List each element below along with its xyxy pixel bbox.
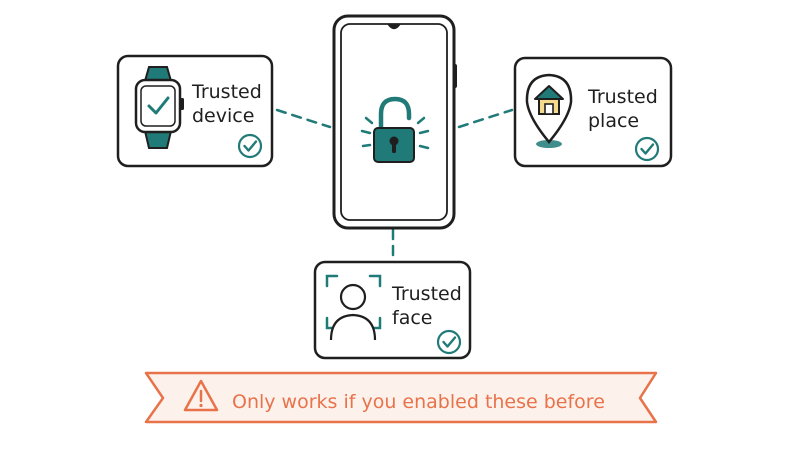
trusted-face-line2: face [392, 307, 433, 329]
trusted-place-line2: place [588, 110, 640, 132]
card-trusted-device [116, 54, 274, 168]
home-location-pin-icon [525, 73, 573, 148]
trusted-device-label: Trusted device [192, 80, 262, 128]
smartphone-icon [332, 14, 457, 230]
connector-device [275, 108, 332, 129]
trusted-device-line1: Trusted [192, 81, 262, 103]
smartwatch-icon [134, 66, 184, 149]
warning-triangle-icon [183, 379, 219, 412]
connectors [275, 108, 514, 264]
trusted-place-line1: Trusted [588, 86, 658, 108]
card-trusted-place [513, 56, 673, 168]
unlocked-padlock-icon [360, 96, 430, 163]
check-circle-icon [634, 136, 660, 162]
warning-banner [144, 371, 658, 424]
trusted-face-label: Trusted face [392, 282, 462, 330]
connector-place [457, 108, 514, 129]
trusted-face-line1: Trusted [392, 283, 462, 305]
check-circle-icon [436, 329, 462, 355]
check-circle-icon [237, 133, 263, 159]
trusted-place-label: Trusted place [588, 85, 658, 133]
card-trusted-face [313, 260, 472, 360]
warning-banner-text: Only works if you enabled these before [232, 391, 605, 413]
face-scan-icon [325, 274, 382, 341]
trusted-device-line2: device [192, 105, 255, 127]
